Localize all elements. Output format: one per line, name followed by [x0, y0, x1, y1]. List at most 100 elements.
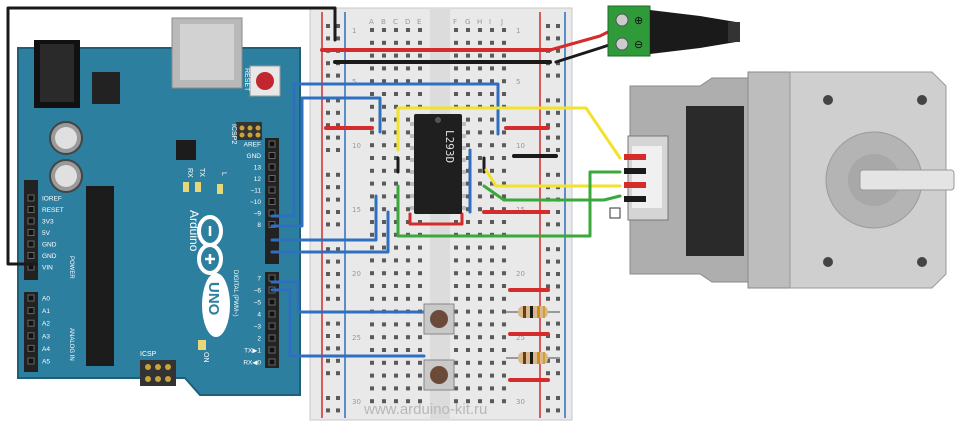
- breadboard-hole: [466, 53, 470, 58]
- breadboard-hole: [454, 92, 458, 96]
- breadboard-hole: [490, 117, 494, 122]
- breadboard-hole: [370, 271, 374, 276]
- breadboard-hole: [502, 130, 506, 135]
- rail-hole: [546, 247, 550, 252]
- voltage-regulator: [92, 72, 120, 104]
- breadboard-hole: [478, 284, 482, 288]
- breadboard-hole: [382, 194, 386, 199]
- breadboard-hole: [406, 28, 410, 32]
- breadboard-hole: [394, 284, 398, 288]
- header-pin: [268, 140, 276, 148]
- rail-hole: [556, 259, 560, 264]
- breadboard-hole: [454, 220, 458, 224]
- breadboard-hole: [454, 245, 458, 250]
- header-pin: [27, 307, 35, 315]
- usb-chip: [176, 140, 196, 160]
- breadboard-hole: [418, 322, 422, 327]
- rail-hole: [336, 296, 340, 301]
- pin-label: 2: [257, 336, 261, 343]
- breadboard-hole: [454, 66, 458, 71]
- rail-hole: [556, 284, 560, 289]
- rail-hole: [326, 358, 330, 363]
- pin-label: 8: [257, 222, 261, 229]
- rail-hole: [336, 358, 340, 363]
- breadboard-hole: [454, 296, 458, 301]
- breadboard-hole: [466, 181, 470, 186]
- pin-label: ~3: [254, 324, 262, 331]
- reset-button-cap[interactable]: [256, 72, 274, 90]
- rail-hole: [546, 321, 550, 326]
- breadboard-hole: [478, 373, 482, 378]
- header-pin: [268, 163, 276, 171]
- breadboard-hole: [394, 232, 398, 237]
- breadboard-hole: [406, 335, 410, 340]
- breadboard-hole: [466, 207, 470, 212]
- green-wire-1: [396, 170, 622, 238]
- pin-label: 4: [257, 312, 261, 319]
- breadboard-hole: [406, 284, 410, 288]
- rail-hole: [546, 284, 550, 289]
- header-pin: [268, 346, 276, 354]
- breadboard-hole: [382, 168, 386, 173]
- rx-label: RX: [186, 168, 193, 178]
- icsp-header: [140, 360, 176, 386]
- breadboard-hole: [382, 66, 386, 71]
- pin6-wire: [270, 288, 426, 358]
- breadboard-hole: [466, 130, 470, 135]
- breadboard-hole: [406, 130, 410, 135]
- breadboard-hole: [382, 360, 386, 365]
- rail-hole: [336, 247, 340, 252]
- breadboard-hole: [382, 117, 386, 122]
- rail-hole: [336, 110, 340, 115]
- pin-label: ~10: [250, 199, 261, 206]
- push-button-1[interactable]: [423, 303, 455, 335]
- breadboard-hole: [394, 207, 398, 212]
- rail-hole: [336, 210, 340, 214]
- breadboard-hole: [490, 335, 494, 340]
- breadboard-hole: [406, 181, 410, 186]
- rail-hole: [556, 247, 560, 252]
- push-button-2[interactable]: [423, 359, 455, 391]
- pin-label: RESET: [42, 207, 64, 214]
- uno-badge: UNO: [202, 273, 230, 337]
- breadboard-hole: [406, 53, 410, 58]
- icsp2-header: [236, 122, 262, 140]
- breadboard-hole: [478, 40, 482, 45]
- breadboard-hole: [478, 271, 482, 276]
- breadboard-hole: [478, 117, 482, 122]
- header-pin: [268, 334, 276, 342]
- breadboard-hole: [478, 296, 482, 301]
- breadboard-hole: [370, 386, 374, 391]
- breadboard-hole: [466, 143, 470, 148]
- breadboard-hole: [370, 143, 374, 148]
- breadboard-hole: [382, 296, 386, 301]
- rail-hole: [546, 371, 550, 376]
- breadboard-hole: [466, 373, 470, 378]
- breadboard-hole: [382, 207, 386, 212]
- pin-label: ~5: [254, 300, 262, 307]
- header-pin: [27, 357, 35, 365]
- column-letter: J: [500, 18, 503, 26]
- digital-header-bottom: [265, 272, 279, 368]
- breadboard-hole: [418, 360, 422, 365]
- rail-hole: [556, 110, 560, 115]
- rail-hole: [556, 371, 560, 376]
- column-letter: B: [381, 18, 386, 26]
- breadboard-hole: [466, 335, 470, 340]
- breadboard-hole: [418, 399, 422, 404]
- breadboard-hole: [454, 53, 458, 58]
- breadboard-hole: [370, 156, 374, 160]
- rail-hole: [336, 284, 340, 289]
- yellow-wire-2: [484, 168, 622, 188]
- header-pin: [268, 186, 276, 194]
- breadboard-hole: [502, 117, 506, 122]
- pin10-wire: [270, 96, 382, 228]
- breadboard-hole: [502, 66, 506, 71]
- rail-hole: [326, 185, 330, 190]
- breadboard-hole: [382, 143, 386, 148]
- rail-hole: [336, 334, 340, 338]
- breadboard-hole: [370, 40, 374, 45]
- breadboard-hole: [502, 284, 506, 288]
